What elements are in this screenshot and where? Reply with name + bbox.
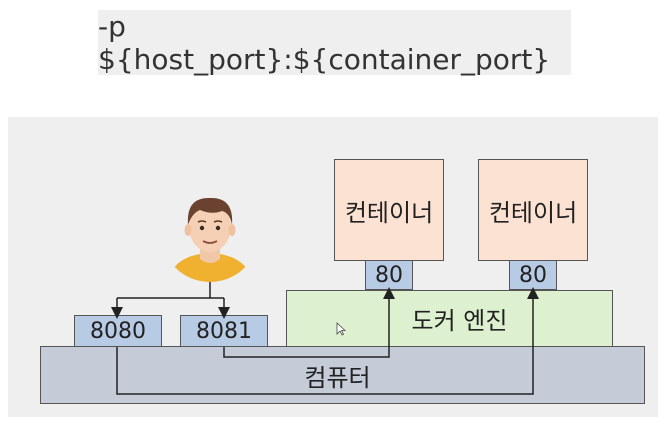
arrow-8081-to-container-1 bbox=[224, 293, 389, 357]
arrow-8080-to-container-2 bbox=[117, 293, 533, 394]
person-avatar-icon bbox=[160, 183, 260, 283]
mouse-pointer-icon bbox=[336, 322, 346, 336]
